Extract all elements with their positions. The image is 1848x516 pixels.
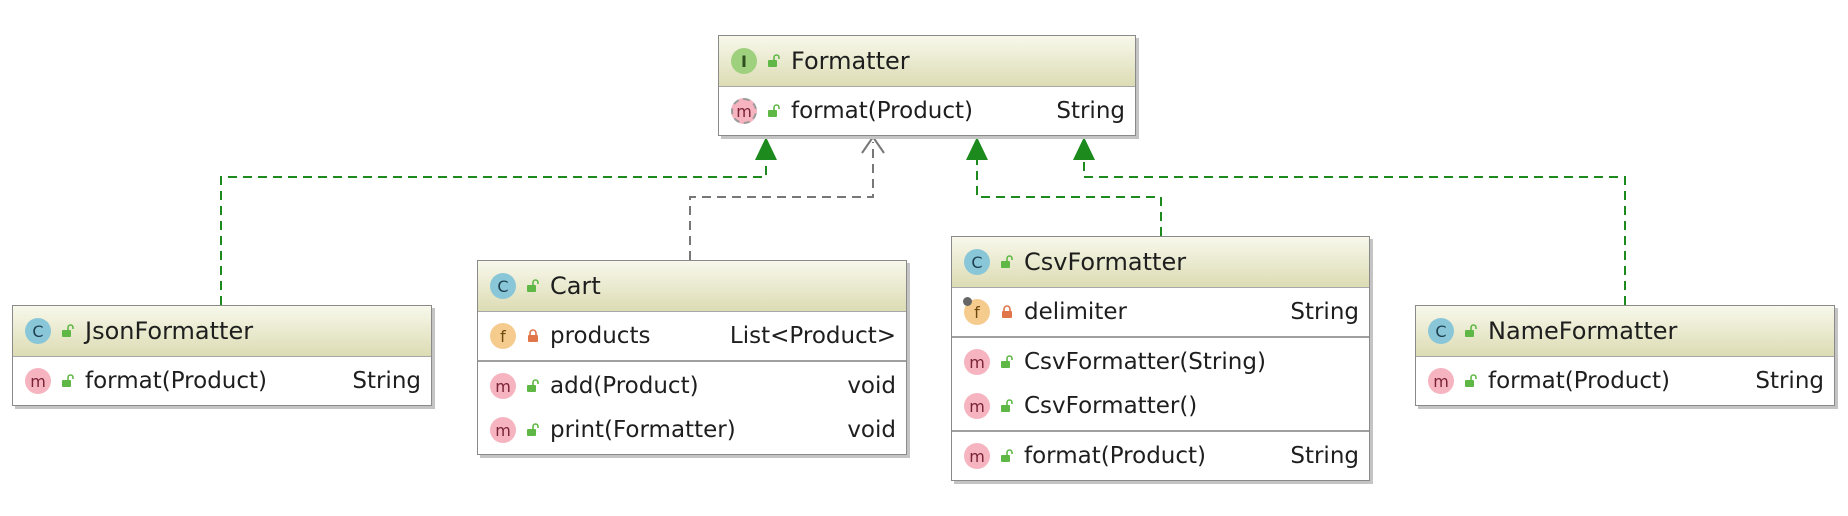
formatter-title: Formatter bbox=[791, 47, 910, 75]
csvformatter-header: C CsvFormatter bbox=[952, 237, 1369, 288]
method-name: format(Product) bbox=[791, 98, 974, 124]
method-icon: m bbox=[964, 443, 990, 469]
public-unlock-icon bbox=[527, 423, 539, 436]
public-unlock-icon bbox=[1465, 374, 1477, 387]
method-row[interactable]: m print(Formatter) void bbox=[478, 408, 906, 452]
jsonformatter-title: JsonFormatter bbox=[85, 317, 254, 345]
realization-edge-csvformatter bbox=[976, 158, 1162, 236]
method-row[interactable]: m format(Product) String bbox=[952, 434, 1369, 478]
method-name: format(Product) bbox=[85, 368, 268, 394]
realization-arrowhead-nameformatter bbox=[1073, 137, 1095, 160]
method-icon: m bbox=[25, 368, 51, 394]
realization-edge-jsonformatter bbox=[220, 158, 767, 305]
field-type: List<Product> bbox=[729, 323, 896, 349]
public-unlock-icon bbox=[768, 104, 780, 117]
cart-header: C Cart bbox=[478, 261, 906, 312]
cart-class-node[interactable]: C Cart f products List<Product> m add(Pr… bbox=[477, 260, 907, 455]
public-unlock-icon bbox=[62, 374, 74, 387]
csvformatter-methods: m format(Product) String bbox=[952, 432, 1369, 480]
jsonformatter-header: C JsonFormatter bbox=[13, 306, 431, 357]
method-return-type: String bbox=[1056, 98, 1125, 124]
formatter-header: I Formatter bbox=[719, 36, 1135, 87]
class-icon: C bbox=[490, 273, 516, 299]
field-row[interactable]: f products List<Product> bbox=[478, 314, 906, 358]
public-unlock-icon bbox=[62, 324, 74, 337]
method-row[interactable]: m format(Product) String bbox=[1416, 359, 1834, 403]
csvformatter-fields: f delimiter String bbox=[952, 288, 1369, 338]
realization-edge-nameformatter bbox=[1083, 158, 1626, 305]
nameformatter-title: NameFormatter bbox=[1488, 317, 1678, 345]
field-type: String bbox=[1290, 299, 1359, 325]
method-return-type: String bbox=[1290, 443, 1359, 469]
public-unlock-icon bbox=[768, 54, 780, 67]
method-return-type: String bbox=[352, 368, 421, 394]
public-unlock-icon bbox=[1465, 324, 1477, 337]
abstract-method-icon: m bbox=[731, 98, 757, 124]
public-unlock-icon bbox=[1001, 449, 1013, 462]
method-icon: m bbox=[964, 349, 990, 375]
formatter-interface-node[interactable]: I Formatter m format(Product) String bbox=[718, 35, 1136, 136]
csvformatter-constructors: m CsvFormatter(String) m CsvFormatter() bbox=[952, 338, 1369, 432]
field-row[interactable]: f delimiter String bbox=[952, 290, 1369, 334]
class-icon: C bbox=[1428, 318, 1454, 344]
method-row[interactable]: m format(Product) String bbox=[13, 359, 431, 403]
private-lock-icon bbox=[528, 329, 538, 342]
cart-methods: m add(Product) void m print(Formatter) v… bbox=[478, 362, 906, 454]
method-name: format(Product) bbox=[1024, 443, 1207, 469]
public-unlock-icon bbox=[1001, 255, 1013, 268]
public-unlock-icon bbox=[1001, 399, 1013, 412]
class-icon: C bbox=[25, 318, 51, 344]
constructor-row[interactable]: m CsvFormatter(String) bbox=[952, 340, 1369, 384]
method-return-type: String bbox=[1755, 368, 1824, 394]
dependency-arrowhead-cart bbox=[861, 135, 885, 154]
method-return-type: void bbox=[847, 417, 896, 443]
field-name: products bbox=[550, 323, 651, 349]
dependency-edge-cart bbox=[689, 142, 874, 260]
class-icon: C bbox=[964, 249, 990, 275]
method-row[interactable]: m add(Product) void bbox=[478, 364, 906, 408]
method-name: format(Product) bbox=[1488, 368, 1671, 394]
csvformatter-title: CsvFormatter bbox=[1024, 248, 1187, 276]
constructor-name: CsvFormatter(String) bbox=[1024, 349, 1266, 375]
realization-arrowhead-jsonformatter bbox=[755, 137, 777, 160]
method-name: print(Formatter) bbox=[550, 417, 736, 443]
public-unlock-icon bbox=[527, 279, 539, 292]
final-field-icon: f bbox=[963, 297, 990, 325]
method-icon: m bbox=[964, 393, 990, 419]
cart-fields: f products List<Product> bbox=[478, 312, 906, 362]
method-icon: m bbox=[490, 417, 516, 443]
realization-arrowhead-csvformatter bbox=[966, 137, 988, 160]
formatter-methods: m format(Product) String bbox=[719, 87, 1135, 135]
cart-title: Cart bbox=[550, 272, 601, 300]
nameformatter-methods: m format(Product) String bbox=[1416, 357, 1834, 405]
public-unlock-icon bbox=[527, 379, 539, 392]
method-return-type: void bbox=[847, 373, 896, 399]
constructor-row[interactable]: m CsvFormatter() bbox=[952, 384, 1369, 428]
method-icon: m bbox=[490, 373, 516, 399]
jsonformatter-methods: m format(Product) String bbox=[13, 357, 431, 405]
interface-icon: I bbox=[731, 48, 757, 74]
nameformatter-header: C NameFormatter bbox=[1416, 306, 1834, 357]
field-name: delimiter bbox=[1024, 299, 1127, 325]
csvformatter-class-node[interactable]: C CsvFormatter f delimiter String m CsvF… bbox=[951, 236, 1370, 481]
public-unlock-icon bbox=[1001, 355, 1013, 368]
jsonformatter-class-node[interactable]: C JsonFormatter m format(Product) String bbox=[12, 305, 432, 406]
nameformatter-class-node[interactable]: C NameFormatter m format(Product) String bbox=[1415, 305, 1835, 406]
field-icon: f bbox=[490, 323, 516, 349]
private-lock-icon bbox=[1002, 305, 1012, 318]
method-name: add(Product) bbox=[550, 373, 699, 399]
constructor-name: CsvFormatter() bbox=[1024, 393, 1198, 419]
method-icon: m bbox=[1428, 368, 1454, 394]
method-row[interactable]: m format(Product) String bbox=[719, 89, 1135, 133]
